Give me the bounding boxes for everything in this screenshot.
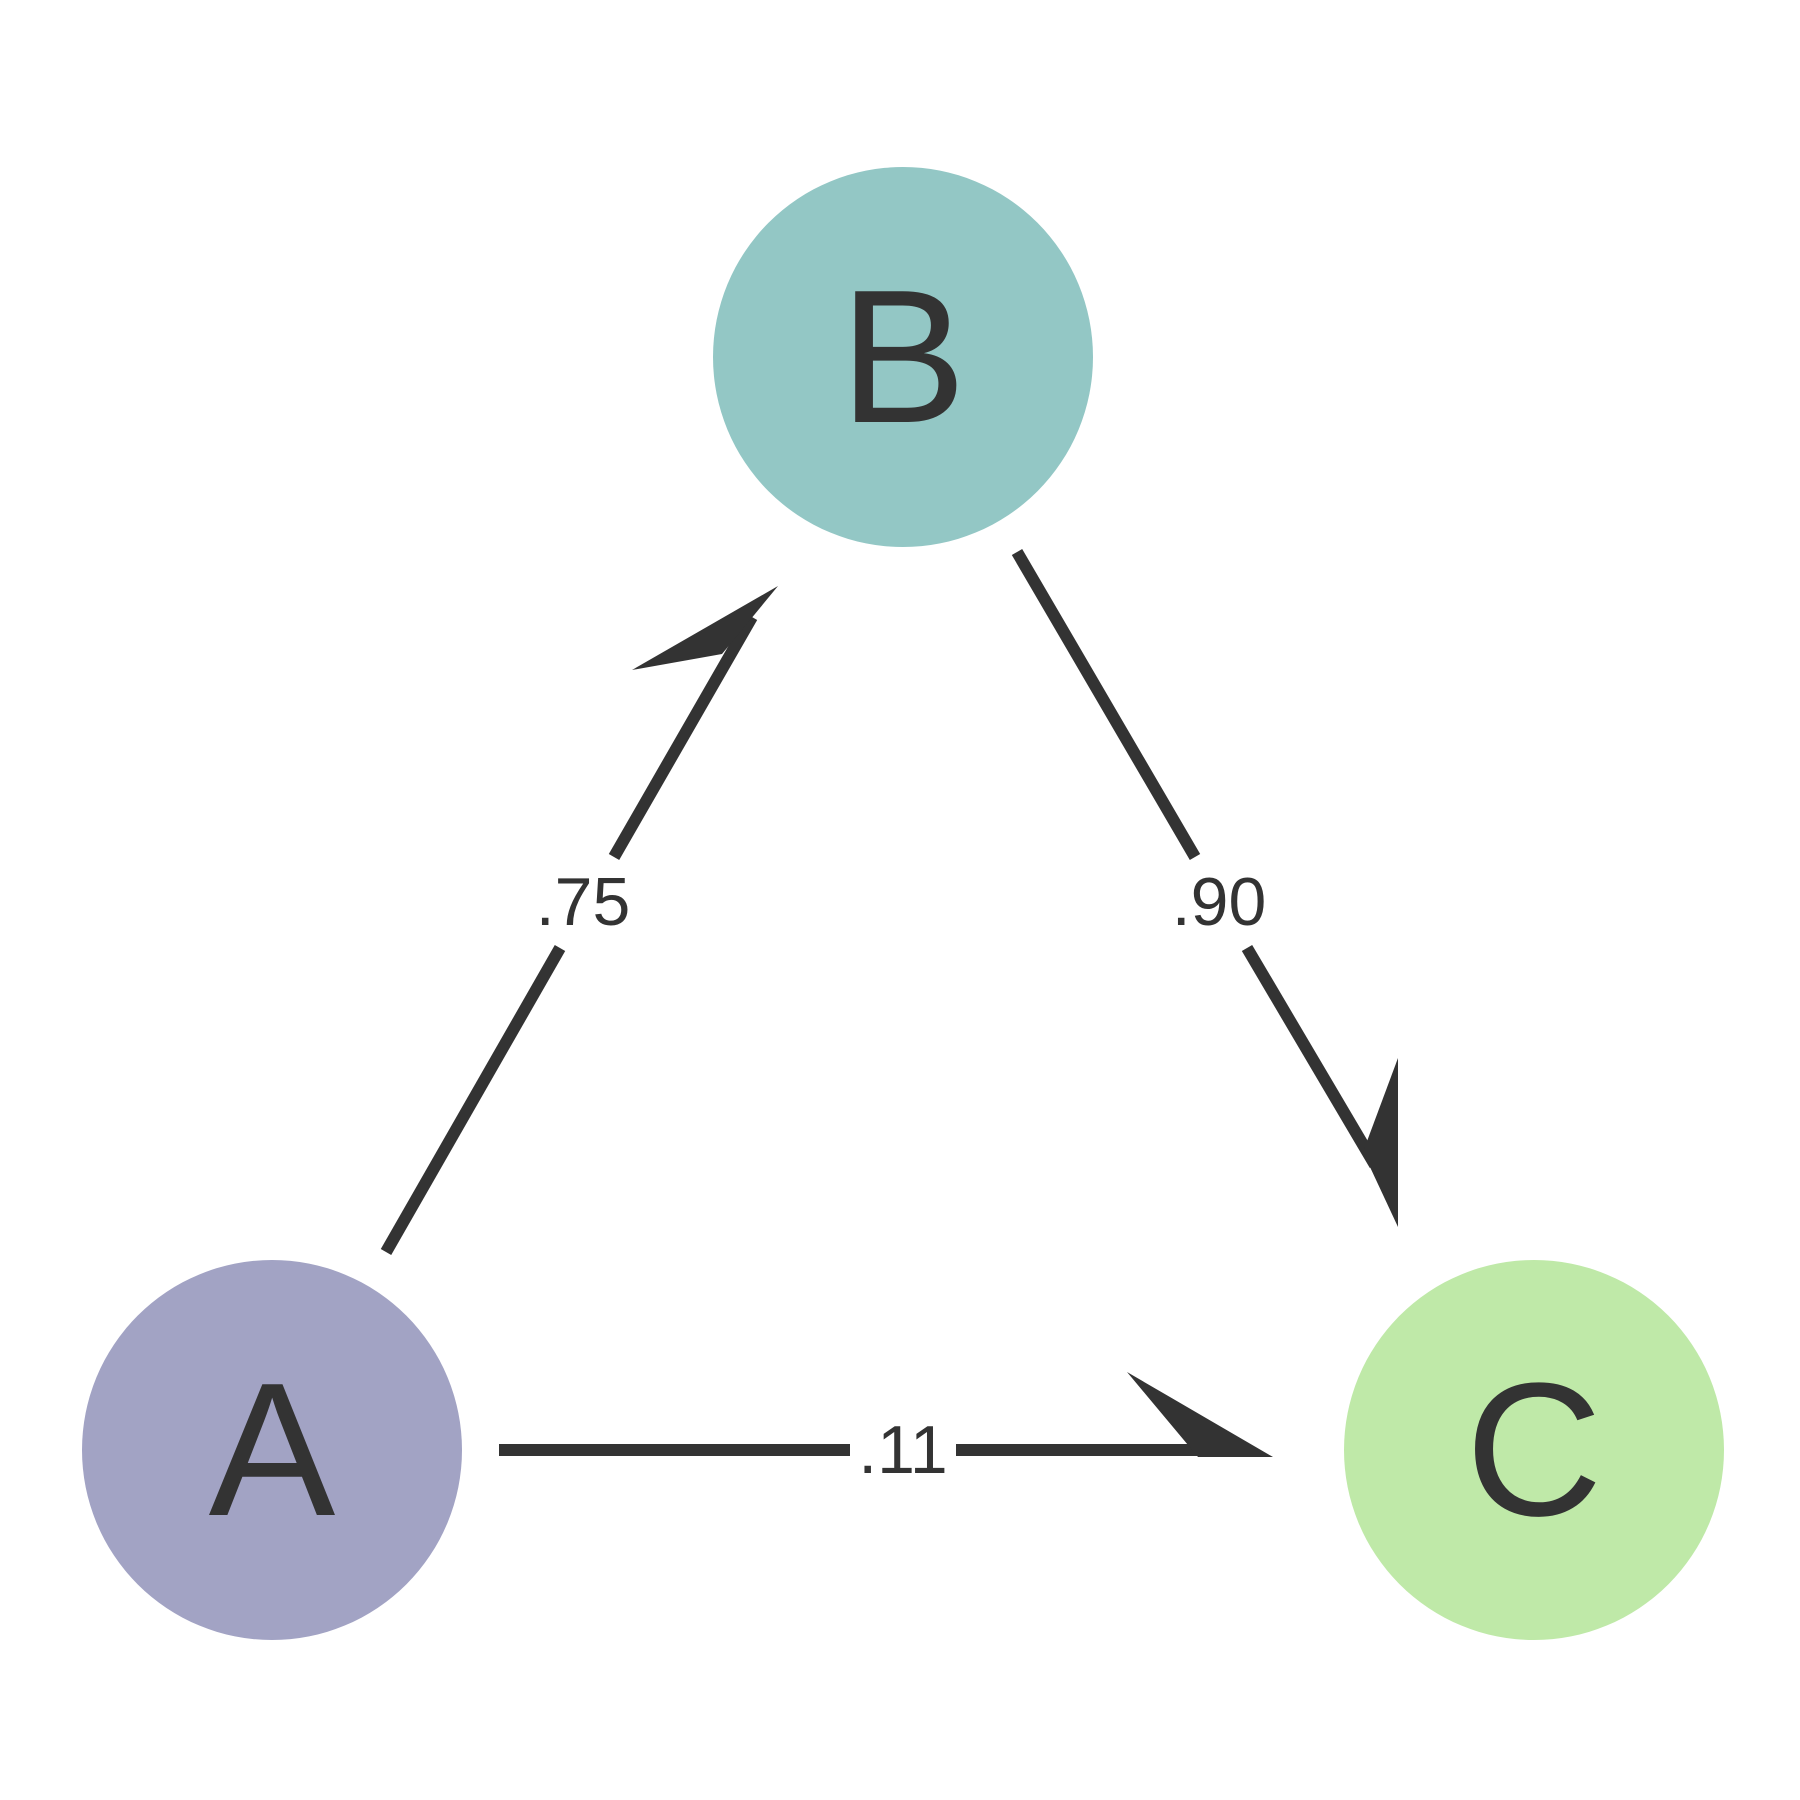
edge-a-b-line-lower <box>380 945 566 1255</box>
edge-a-b-line-upper <box>608 614 758 860</box>
edge-a-c-arrowhead <box>1127 1372 1273 1457</box>
edge-b-c-label: .90 <box>1172 864 1267 940</box>
node-b-circle <box>713 167 1093 547</box>
edge-b-to-c: .90 <box>1011 548 1398 1227</box>
node-c-label: C <box>1465 1344 1602 1556</box>
edge-b-c-arrowhead <box>1363 1058 1398 1227</box>
node-b-label: B <box>840 251 967 463</box>
node-c-circle <box>1344 1260 1724 1640</box>
node-c[interactable]: C <box>1344 1260 1724 1640</box>
edge-b-c-line-upper <box>1011 548 1201 861</box>
edge-a-to-b: .75 <box>380 586 778 1255</box>
node-b[interactable]: B <box>713 167 1093 547</box>
edge-a-b-label: .75 <box>536 864 631 940</box>
edge-a-c-label: .11 <box>858 1412 947 1488</box>
edge-a-b-arrowhead <box>632 586 778 670</box>
edge-b-c-line-lower <box>1241 944 1381 1169</box>
node-a-label: A <box>209 1344 336 1556</box>
node-a[interactable]: A <box>82 1260 462 1640</box>
node-a-circle <box>82 1260 462 1640</box>
edge-a-to-c: .11 <box>499 1372 1273 1488</box>
